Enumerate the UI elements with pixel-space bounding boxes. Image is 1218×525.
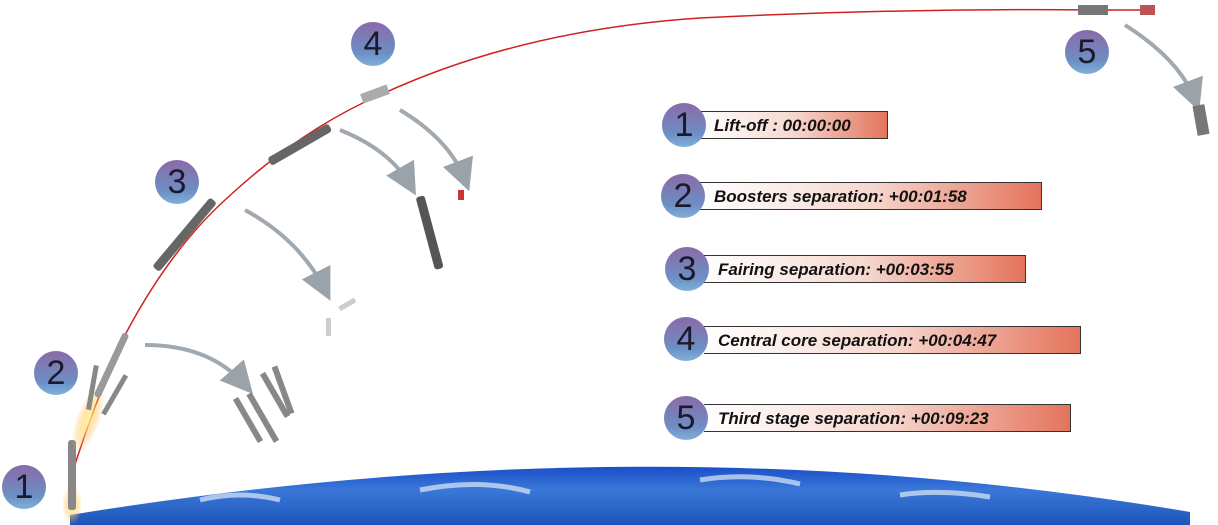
rocket-stage5 bbox=[1078, 5, 1210, 136]
legend-marker-3: 3 bbox=[665, 247, 709, 291]
trajectory-marker-3: 3 bbox=[155, 160, 199, 204]
legend-label-1: Lift-off : 00:00:00 bbox=[700, 111, 888, 139]
rocket-stage4 bbox=[268, 84, 390, 165]
legend-marker-1: 1 bbox=[662, 103, 706, 147]
legend-marker-4: 4 bbox=[664, 317, 708, 361]
rocket-boosters bbox=[71, 332, 129, 454]
legend-marker-2: 2 bbox=[661, 174, 705, 218]
legend-label-3: Fairing separation: +00:03:55 bbox=[704, 255, 1026, 283]
legend-marker-5: 5 bbox=[664, 396, 708, 440]
trajectory-marker-2: 2 bbox=[34, 351, 78, 395]
trajectory-marker-5: 5 bbox=[1065, 30, 1109, 74]
earth bbox=[70, 466, 1190, 525]
fairing-halves bbox=[326, 297, 357, 336]
rocket-liftoff bbox=[62, 440, 82, 525]
earth-clouds bbox=[199, 474, 991, 503]
falling-core bbox=[416, 190, 464, 270]
legend-label-2: Boosters separation: +00:01:58 bbox=[700, 182, 1042, 210]
legend-label-4: Central core separation: +00:04:47 bbox=[704, 326, 1081, 354]
trajectory-marker-4: 4 bbox=[351, 22, 395, 66]
rocket-stage3 bbox=[153, 198, 216, 271]
separation-arrows bbox=[144, 23, 1203, 395]
legend-label-5: Third stage separation: +00:09:23 bbox=[704, 404, 1071, 432]
falling-boosters bbox=[232, 365, 295, 444]
trajectory-marker-1: 1 bbox=[2, 465, 46, 509]
